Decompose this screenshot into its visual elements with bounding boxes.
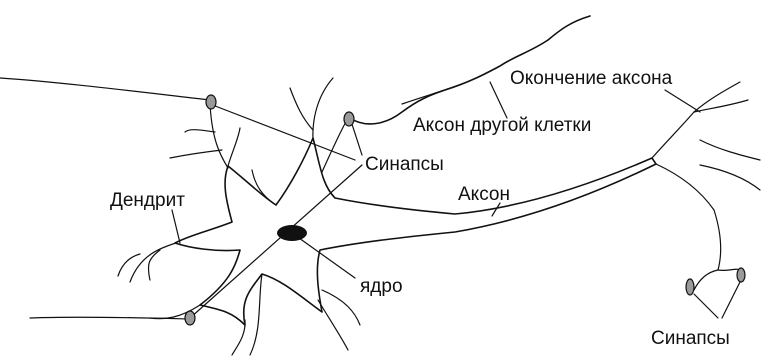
synapse-node xyxy=(686,279,694,295)
label-other-cell-axon: Аксон другой клетки xyxy=(413,115,591,136)
label-synapses-top: Синапсы xyxy=(365,154,444,175)
synapse-node xyxy=(206,95,216,109)
label-synapses-bottom: Синапсы xyxy=(651,328,730,349)
label-axon: Аксон xyxy=(458,184,510,205)
label-dendrite: Дендрит xyxy=(110,190,185,211)
dendrites xyxy=(118,78,360,355)
input-fiber-bottom xyxy=(30,317,190,319)
synapse-node xyxy=(737,268,745,282)
synapse-node xyxy=(185,311,195,325)
input-fiber-top xyxy=(0,78,210,100)
synapse-node xyxy=(344,112,354,126)
label-axon-terminal: Окончение аксона xyxy=(510,68,673,89)
label-nucleus: ядро xyxy=(360,276,403,297)
axon-terminal-branches xyxy=(652,82,760,290)
